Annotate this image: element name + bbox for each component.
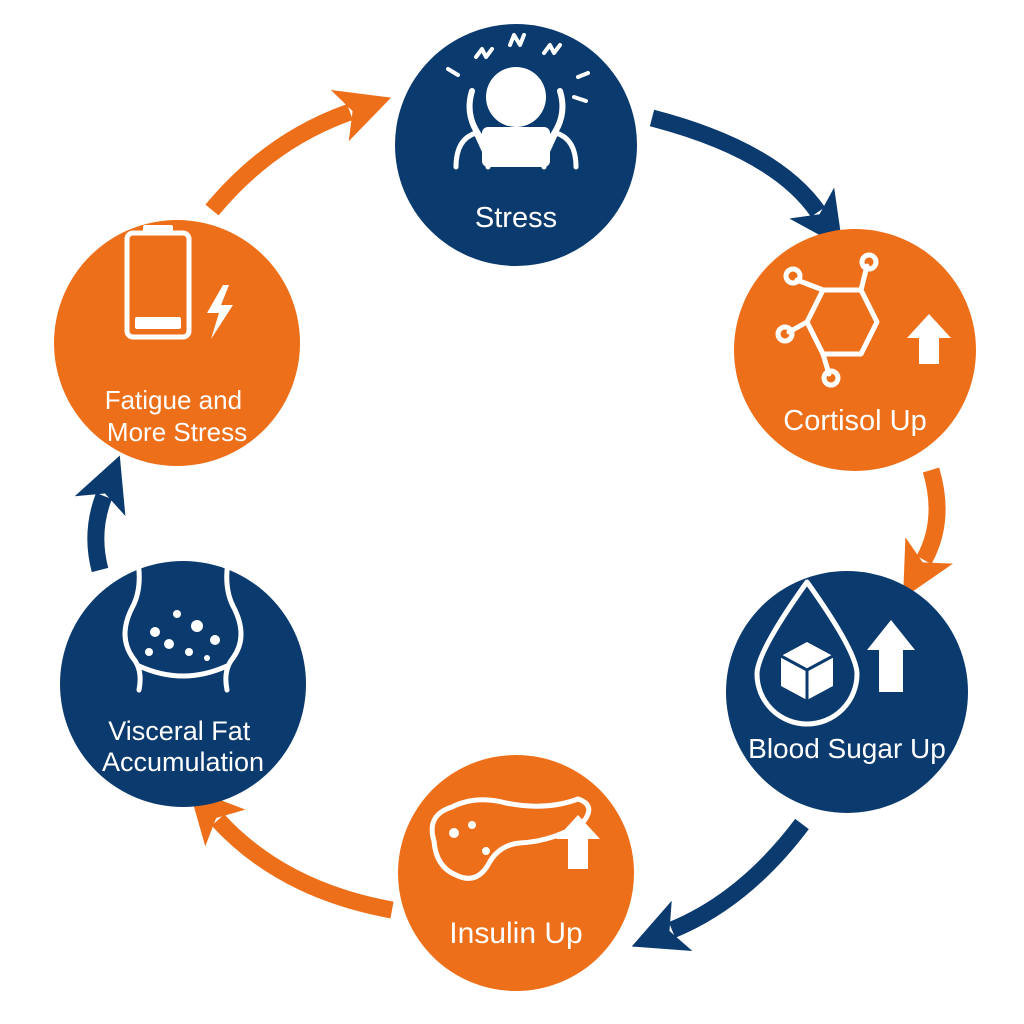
label-line: More Stress bbox=[107, 417, 247, 447]
cycle-arrows bbox=[74, 89, 954, 952]
low-battery-icon bbox=[124, 225, 233, 340]
node-visceral-fat-circle bbox=[60, 561, 306, 807]
belly-fat-icon bbox=[122, 553, 244, 693]
node-fatigue: Fatigue and More Stress bbox=[54, 220, 300, 466]
stressed-person-icon bbox=[446, 33, 590, 170]
node-visceral-fat-label: Visceral Fat Accumulation bbox=[102, 716, 264, 777]
node-insulin: Insulin Up bbox=[398, 755, 634, 991]
arrow-blood-sugar-to-insulin bbox=[631, 818, 809, 952]
node-blood-sugar-circle bbox=[726, 571, 968, 813]
label-line: Accumulation bbox=[102, 747, 264, 777]
node-blood-sugar-label: Blood Sugar Up bbox=[748, 733, 946, 764]
node-cortisol-label: Cortisol Up bbox=[783, 405, 926, 437]
pancreas-up-icon bbox=[429, 796, 600, 881]
label-line: Fatigue and bbox=[105, 385, 242, 415]
node-stress-label: Stress bbox=[475, 202, 557, 234]
molecule-up-icon bbox=[775, 252, 951, 388]
node-insulin-label: Insulin Up bbox=[449, 917, 582, 950]
arrow-insulin-to-visceral-fat bbox=[188, 787, 394, 919]
arrow-cortisol-to-blood-sugar bbox=[903, 467, 954, 599]
node-cortisol-circle bbox=[734, 229, 976, 471]
arrow-stress-to-cortisol bbox=[649, 109, 843, 248]
label-line: Insulin Up bbox=[449, 917, 582, 950]
sugar-drop-up-icon bbox=[754, 579, 915, 727]
node-insulin-circle bbox=[398, 755, 634, 991]
node-stress: Stress bbox=[395, 24, 637, 266]
node-visceral-fat: Visceral Fat Accumulation bbox=[60, 553, 306, 807]
label-line: Visceral Fat bbox=[108, 716, 251, 746]
node-fatigue-circle bbox=[54, 220, 300, 466]
arrow-visceral-fat-to-fatigue bbox=[74, 455, 126, 573]
node-fatigue-label: Fatigue and More Stress bbox=[105, 385, 250, 447]
label-line: Blood Sugar Up bbox=[748, 733, 946, 764]
arrow-fatigue-to-stress bbox=[205, 89, 392, 216]
node-blood-sugar: Blood Sugar Up bbox=[726, 571, 968, 813]
node-cortisol: Cortisol Up bbox=[734, 229, 976, 471]
label-line: Cortisol Up bbox=[783, 405, 926, 437]
label-line: Stress bbox=[475, 202, 557, 234]
